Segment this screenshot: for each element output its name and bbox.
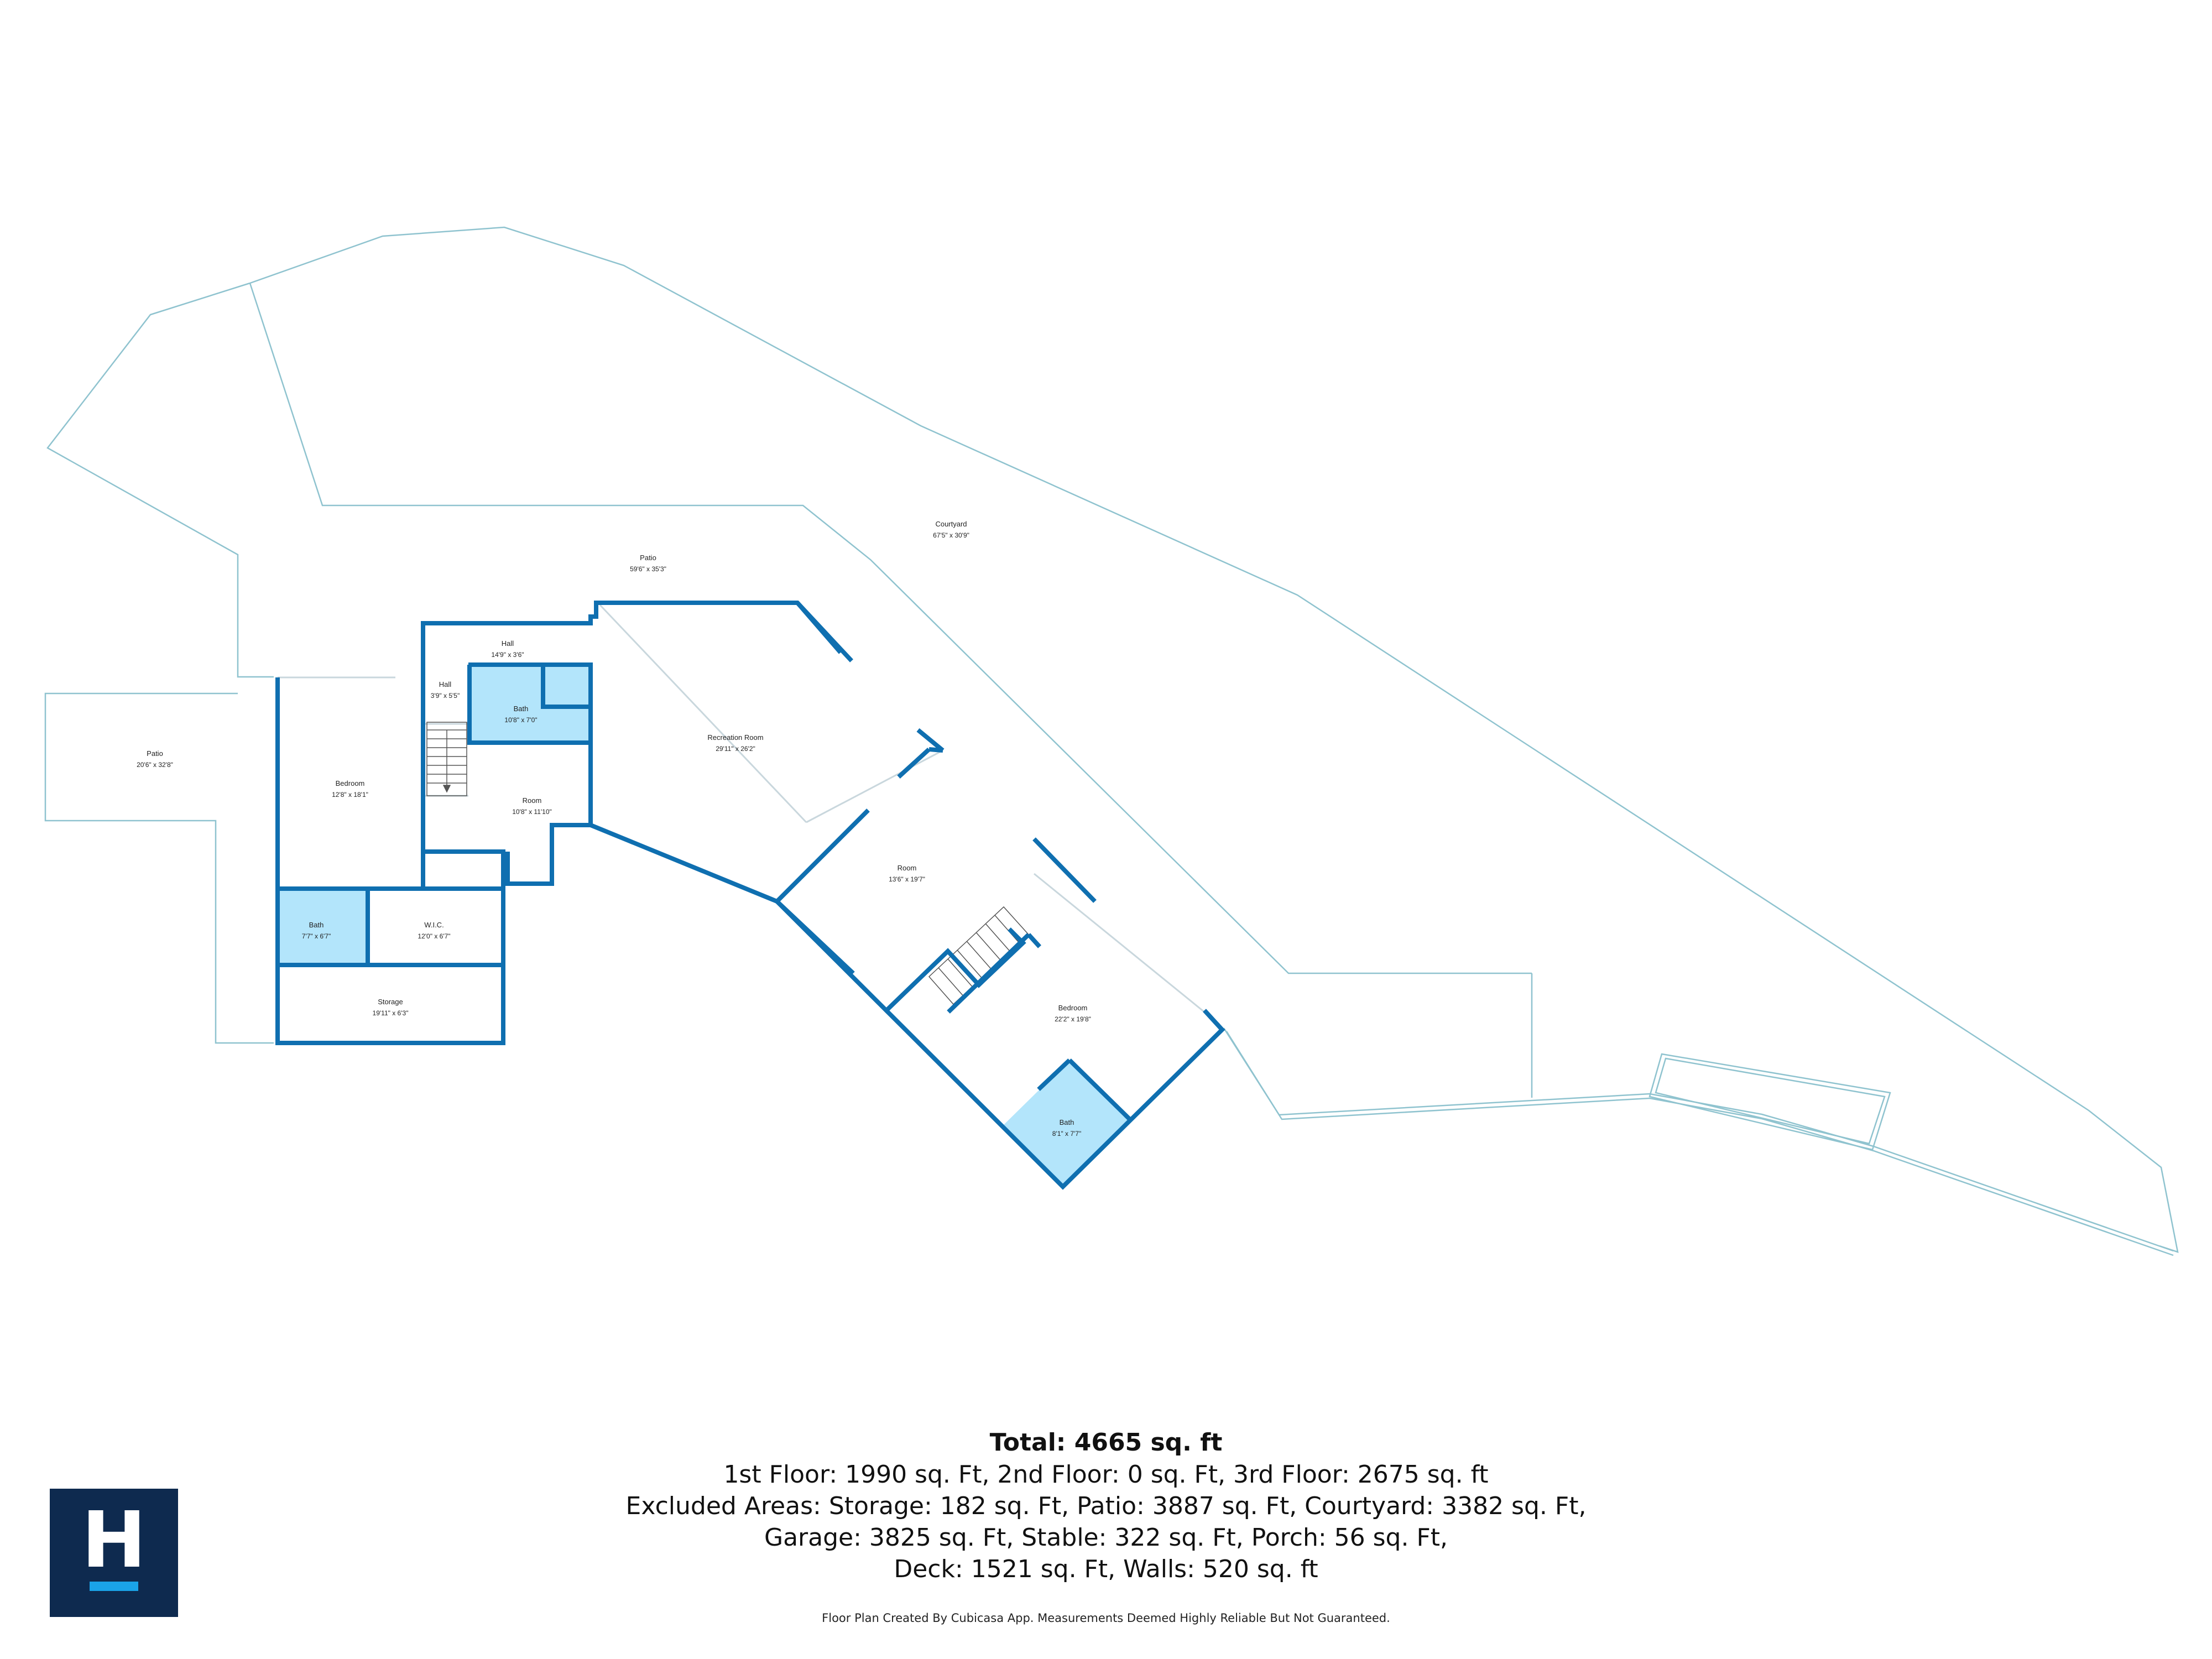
wall-bath3 [1068, 1058, 1132, 1121]
patio-top-outline [46, 282, 274, 678]
bedroom-2-dim: 22'2" x 19'8" [1055, 1015, 1091, 1023]
wic-label: W.I.C. [424, 921, 444, 929]
logo-letter: H [81, 1495, 147, 1585]
wall-closet [541, 665, 591, 709]
area-summary: Total: 4665 sq. ft 1st Floor: 1990 sq. F… [387, 1427, 1825, 1585]
bedroom-2-label: Bedroom [1058, 1004, 1088, 1012]
bath-1-dim: 10'8" x 7'0" [504, 716, 537, 724]
stair-tread [947, 958, 973, 987]
wall-right-mid [916, 728, 945, 753]
wic-dim: 12'0" x 6'7" [418, 932, 450, 940]
bath-2-fill [278, 889, 367, 965]
wall-recreation-bottom [589, 823, 855, 975]
hall-2-label: Hall [439, 680, 452, 688]
window-line [806, 749, 943, 823]
patio-top-dim: 59'6" x 35'3" [630, 565, 666, 573]
total-area: Total: 4665 sq. ft [989, 1428, 1223, 1457]
wall-stair-box-2 [947, 933, 1030, 1014]
bath-3-dim: 8'1" x 7'7" [1052, 1130, 1081, 1138]
courtyard-outline [249, 226, 2179, 1253]
wall-right-top [1032, 837, 1097, 903]
storage-dim: 19'11" x 6'3" [373, 1009, 409, 1017]
room-labels: Courtyard 67'5" x 30'9" Patio 59'6" x 35… [137, 520, 1091, 1138]
bath-2-dim: 7'7" x 6'7" [302, 932, 331, 940]
patio-left-dim: 20'6" x 32'8" [137, 761, 173, 769]
porch-outline-inner [1655, 1057, 1886, 1145]
window-line [599, 604, 807, 823]
room-2-dim: 13'6" x 19'7" [889, 875, 925, 883]
excluded-areas-2: Garage: 3825 sq. Ft, Stable: 322 sq. Ft,… [764, 1524, 1448, 1552]
wall-left-block [275, 601, 853, 1045]
bath-1-label: Bath [514, 705, 529, 713]
disclaimer: Floor Plan Created By Cubicasa App. Meas… [822, 1611, 1390, 1625]
stair-1 [426, 722, 467, 796]
wall-bath3-left [1037, 1058, 1071, 1091]
wall-stair-box [883, 927, 1026, 1014]
wall-room1-right [505, 743, 593, 886]
bath-2-label: Bath [309, 921, 324, 929]
bedroom-1-dim: 12'8" x 18'1" [332, 791, 368, 799]
deck-rail-2 [1225, 1031, 2174, 1256]
recreation-dim: 29'11" x 26'2" [716, 745, 755, 753]
bath-fills [278, 666, 1130, 1186]
wall-bedroom2-stair-left [1027, 933, 1041, 948]
room-2-label: Room [898, 864, 917, 872]
wall-top-diag [795, 601, 843, 654]
courtyard-label: Courtyard [935, 520, 967, 528]
stair-arrow-head [442, 785, 451, 793]
courtyard-inner-edge [249, 283, 1532, 974]
outdoor-outlines [44, 226, 2179, 1256]
stairs [426, 722, 1030, 1005]
room-1-label: Room [523, 796, 542, 805]
room-1-dim: 10'8" x 11'10" [512, 808, 552, 816]
deck-rail [1223, 1027, 2174, 1252]
bath-3-label: Bath [1060, 1118, 1074, 1126]
logo-accent-bar [90, 1582, 138, 1591]
bath-1-fill [471, 666, 591, 743]
stair-tread [938, 967, 963, 996]
bedroom-1-label: Bedroom [336, 779, 365, 787]
hall-1-label: Hall [502, 639, 514, 648]
stair-tread [966, 941, 992, 969]
thin-lines [278, 604, 1220, 1025]
patio-left-outline [44, 692, 274, 1044]
window-line [1034, 873, 1220, 1025]
stair-tread [957, 950, 982, 978]
walls [275, 601, 1225, 1190]
floor-areas: 1st Floor: 1990 sq. Ft, 2nd Floor: 0 sq.… [723, 1460, 1489, 1489]
hall-1-dim: 14'9" x 3'6" [491, 651, 524, 659]
stair-tread [994, 915, 1020, 943]
porch-outline [1648, 1053, 1891, 1151]
excluded-areas-1: Excluded Areas: Storage: 182 sq. Ft, Pat… [625, 1492, 1587, 1520]
courtyard-dim: 67'5" x 30'9" [933, 531, 969, 539]
stair-tread [985, 923, 1010, 952]
hall-2-dim: 3'9" x 5'5" [431, 692, 460, 700]
brand-logo: H [50, 1489, 178, 1617]
recreation-label: Recreation Room [707, 733, 763, 742]
excluded-areas-3: Deck: 1521 sq. Ft, Walls: 520 sq. ft [894, 1555, 1318, 1583]
stair-tread [975, 932, 1001, 961]
patio-top-label: Patio [640, 554, 656, 562]
wall-room2-diag [897, 748, 931, 779]
patio-left-label: Patio [147, 749, 163, 758]
wall-bedroom2-outer [775, 900, 1225, 1190]
wall-room2-left [775, 808, 870, 903]
storage-label: Storage [378, 998, 403, 1006]
